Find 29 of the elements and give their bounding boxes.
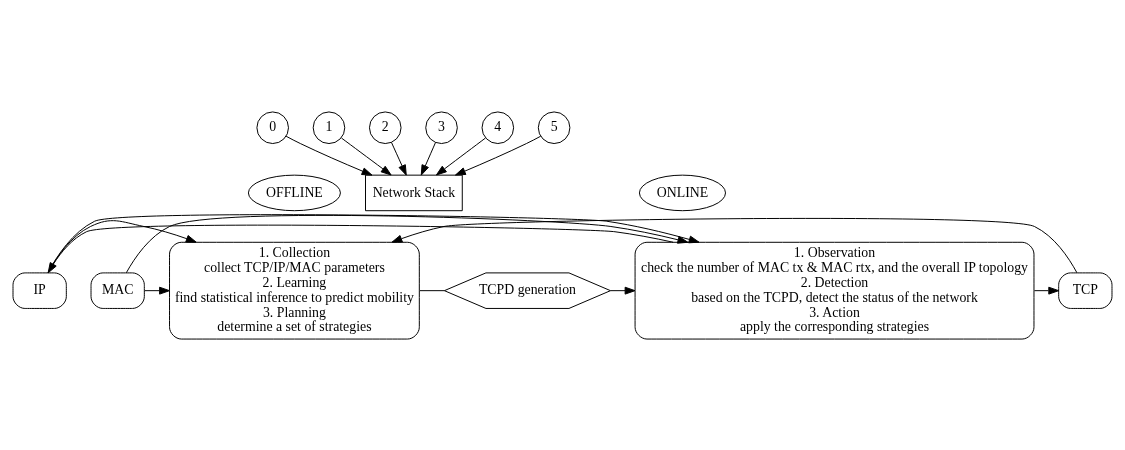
arrow xyxy=(391,217,1078,273)
arrow xyxy=(454,135,542,176)
node-circle: 0 xyxy=(256,110,289,144)
arrow xyxy=(144,286,170,295)
arrow xyxy=(47,213,700,273)
arrow xyxy=(610,286,636,295)
arrow xyxy=(390,141,407,176)
node-box: Network Stack xyxy=(365,174,463,211)
connector xyxy=(419,289,445,291)
node-box: IP xyxy=(12,271,67,309)
node-circle: 4 xyxy=(481,110,515,144)
arrow xyxy=(435,137,486,175)
node-circle: 1 xyxy=(312,110,346,144)
arrow xyxy=(1033,286,1060,295)
arrow xyxy=(47,219,197,273)
arrow xyxy=(47,224,674,273)
arrow xyxy=(341,137,392,175)
arrow xyxy=(125,214,689,273)
node-circle: 2 xyxy=(368,110,402,144)
node-circle: 5 xyxy=(537,110,571,144)
node-ellipse: OFFLINE xyxy=(247,174,341,211)
node-box: 1. Collection collect TCP/IP/MAC parameters 2. Learning find statistical inference to predict mobility 3. Planning determine a set of strategies xyxy=(169,241,420,340)
arrow xyxy=(285,135,373,176)
node-box: TCP xyxy=(1058,271,1113,309)
node-ellipse: ONLINE xyxy=(638,174,726,211)
node-box: MAC xyxy=(90,271,145,309)
arrow xyxy=(420,141,437,176)
node-circle: 3 xyxy=(425,110,458,144)
node-box: 1. Observation check the number of MAC tx & MAC rtx, and the overall IP topology 2. Detection based on the TCPD, detect the status of the network 3. Action apply the corresponding strategies xyxy=(634,241,1035,340)
